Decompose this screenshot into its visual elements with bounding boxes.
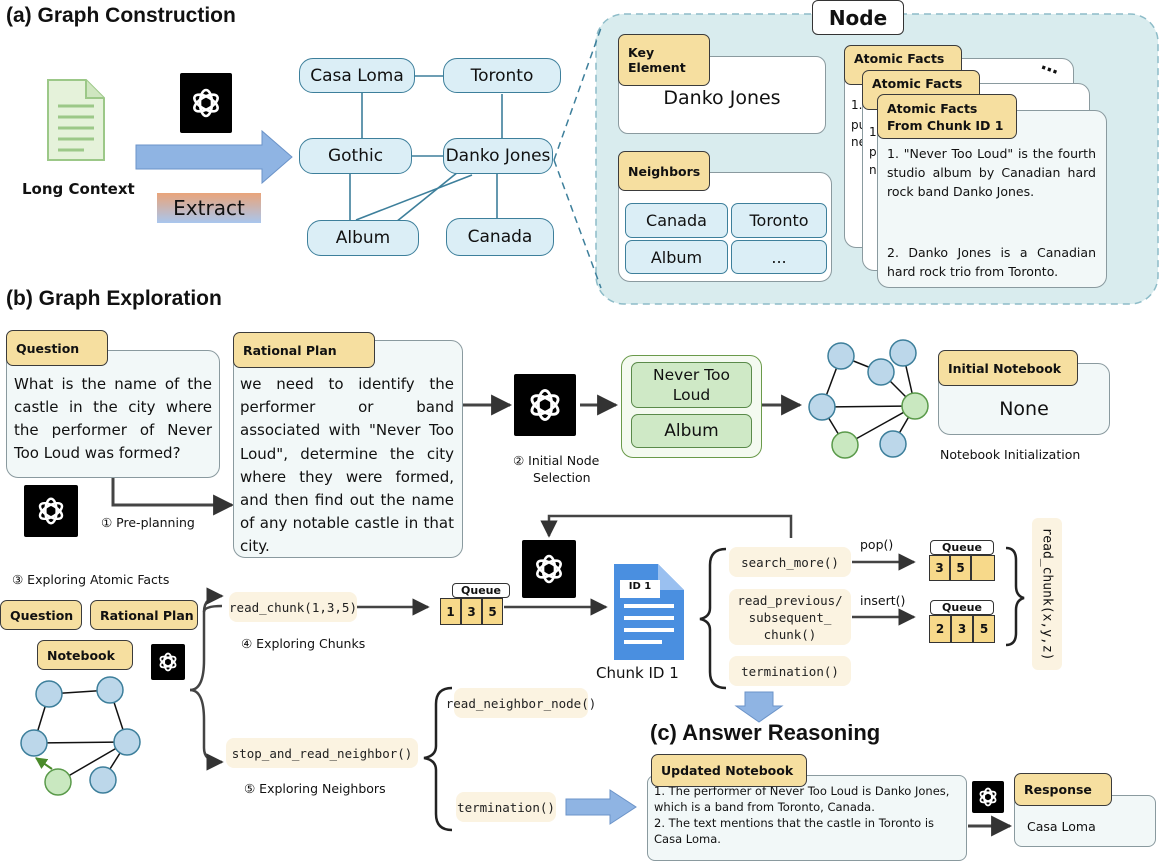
arrow-right-icon (565, 789, 637, 825)
graph-node (867, 358, 895, 386)
updated-notebook-fact-2: 2. The text mentions that the castle in … (654, 816, 935, 846)
search-more-fn: search_more() (729, 547, 851, 577)
selected-node-album: Album (631, 414, 752, 448)
question-text: What is the name of the castle in the ci… (14, 375, 212, 462)
updated-notebook-fact-1: 1. The performer of Never Too Loud is Da… (654, 784, 950, 814)
openai-logo-icon (151, 644, 185, 680)
key-element-tag: Key Element (618, 34, 710, 86)
rational-plan-box: we need to identify the performer or ban… (233, 340, 463, 558)
atomic-fact-2: 2. Danko Jones is a Canadian hard rock t… (887, 245, 1096, 279)
read-chunk-xyz-label: read_chunk(x,y,z) (1039, 527, 1055, 661)
key-element-value: Danko Jones (663, 87, 781, 109)
openai-logo-icon (514, 374, 576, 436)
question-box: What is the name of the castle in the ci… (6, 350, 220, 478)
read-neighbor-node-fn: read_neighbor_node() (446, 688, 596, 718)
queue-cell: 3 (951, 615, 973, 643)
mini-question-tag: Question (0, 600, 82, 630)
graph-node-casa-loma: Casa Loma (299, 58, 415, 93)
initial-notebook-value: None (999, 398, 1049, 420)
queue-cell: 5 (950, 555, 971, 581)
step-initial-node-line2: Selection (533, 470, 591, 485)
atomic-fact-1: 1. "Never Too Loud" is the fourth studio… (887, 146, 1096, 199)
termination-neighbor-fn: termination() (456, 792, 556, 822)
insert-label: insert() (860, 593, 906, 608)
queue-cell: 3 (461, 598, 482, 625)
extract-label: Extract (173, 196, 245, 220)
graph-node-selected (831, 431, 859, 459)
selected-node-never-too-loud: Never Too Loud (631, 362, 752, 408)
queue-label: Queue (930, 600, 994, 615)
neighbor-canada: Canada (625, 203, 728, 238)
section-title-exploration: (b) Graph Exploration (6, 287, 222, 310)
queue-cell: 1 (440, 598, 461, 625)
section-title-construction: (a) Graph Construction (6, 4, 236, 27)
mini-rational-plan-tag: Rational Plan (90, 600, 198, 630)
section-title-reasoning: (c) Answer Reasoning (650, 720, 881, 745)
chunk-doc-id: ID 1 (628, 581, 652, 592)
graph-node (827, 342, 855, 370)
chunk-caption: Chunk ID 1 (596, 664, 679, 682)
step-pre-planning: ① Pre-planning (101, 515, 195, 530)
queue-cell: 3 (929, 555, 950, 581)
graph-node (808, 393, 836, 421)
openai-logo-icon (522, 540, 576, 598)
graph-node (889, 339, 917, 367)
graph-node-canada: Canada (446, 218, 554, 256)
openai-logo-icon (180, 73, 232, 133)
chunk-document-icon (614, 564, 684, 660)
step-initial-node-line1: ② Initial Node (513, 453, 600, 468)
graph-node-gothic: Gothic (299, 138, 412, 174)
initial-notebook-tag: Initial Notebook (938, 350, 1078, 386)
atomic-tag-front: Atomic Facts From Chunk ID 1 (877, 94, 1017, 139)
long-context-document-icon (47, 79, 105, 161)
read-chunk-call: read_chunk(1,3,5) (229, 592, 357, 622)
read-previous-subsequent-fn: read_previous/ subsequent_ chunk() (729, 589, 851, 645)
openai-logo-icon (972, 781, 1004, 813)
graph-edges (349, 75, 503, 223)
termination-fn: termination() (729, 656, 851, 686)
graph-node (879, 430, 907, 458)
rational-plan-text: we need to identify the performer or ban… (240, 375, 454, 556)
queue-label: Queue (452, 583, 510, 598)
extract-arrow-icon (135, 129, 293, 185)
neighbor-album: Album (625, 240, 728, 274)
graph-node-danko-jones: Danko Jones (443, 138, 553, 174)
queue-label: Queue (930, 540, 994, 555)
atomic-back-peek-1: 1. (851, 98, 863, 112)
atomic-card-front: 1. "Never Too Loud" is the fourth studio… (877, 110, 1107, 288)
stop-and-read-neighbor-fn: stop_and_read_neighbor() (226, 738, 418, 768)
queue-cell (971, 555, 995, 581)
notebook-init-caption: Notebook Initialization (940, 447, 1081, 462)
read-chunk-xyz-box (1032, 518, 1062, 670)
step-exploring-chunks: ④ Exploring Chunks (241, 636, 366, 651)
rational-plan-tag: Rational Plan (233, 332, 375, 368)
long-context-label: Long Context (22, 180, 135, 198)
response-tag: Response (1014, 773, 1112, 806)
mini-notebook-tag: Notebook (37, 640, 133, 670)
step-exploring-atomic-facts: ③ Exploring Atomic Facts (12, 572, 170, 587)
extract-gradient-bg (157, 193, 261, 223)
openai-logo-icon (24, 485, 78, 537)
updated-notebook-tag: Updated Notebook (651, 754, 807, 787)
graph-node-selected (901, 392, 929, 420)
neighbor-toronto: Toronto (731, 203, 827, 238)
node-panel-title: Node (812, 0, 904, 35)
neighbors-tag: Neighbors (618, 151, 710, 191)
neighbor-more: ... (731, 240, 827, 274)
graph-node-album: Album (307, 220, 419, 256)
pop-label: pop() (860, 537, 894, 552)
graph-node-toronto: Toronto (443, 58, 561, 93)
updated-notebook-box: 1. The performer of Never Too Loud is Da… (647, 775, 967, 861)
queue-cell: 2 (929, 615, 951, 643)
arrow-down-icon (734, 691, 784, 723)
zoom-line-bottom (553, 159, 602, 289)
queue-cell: 5 (482, 598, 503, 625)
atomic-mid-peek-1: 1. (869, 125, 881, 139)
response-value: Casa Loma (1027, 819, 1096, 834)
zoom-line-top (553, 27, 602, 161)
question-tag: Question (6, 330, 108, 366)
queue-cell: 5 (973, 615, 995, 643)
step-exploring-neighbors: ⑤ Exploring Neighbors (244, 781, 386, 796)
